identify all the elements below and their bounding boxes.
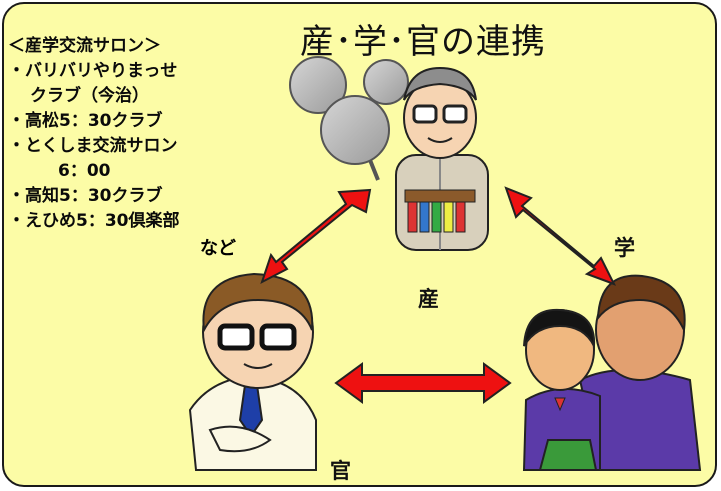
arrow-government-academia: [334, 362, 512, 404]
label-academia: 学: [614, 236, 635, 260]
salon-list: ＜産学交流サロン＞ ・バリバリやりまっせ クラブ（今治） ・高松5：30クラブ …: [8, 34, 180, 234]
salon-list-item: ・バリバリやりまっせ: [8, 61, 178, 81]
slide-title: 産･学･官の連携: [300, 22, 546, 62]
government-official-figure: [188, 272, 317, 471]
salon-list-item: ・高知5：30クラブ: [8, 186, 163, 206]
arrow-industry-academia: [504, 186, 617, 286]
arrow-industry-government: [260, 188, 372, 285]
salon-list-etc: など: [200, 238, 236, 259]
label-government: 官: [330, 459, 351, 483]
label-industry: 産: [418, 287, 439, 311]
salon-list-item: ・とくしま交流サロン: [8, 136, 178, 156]
salon-list-item: ・えひめ5：30倶楽部: [8, 211, 180, 231]
salon-list-item-continued: 6：00: [58, 161, 111, 181]
salon-list-item: ・高松5：30クラブ: [8, 111, 163, 131]
salon-list-heading: ＜産学交流サロン＞: [8, 36, 161, 56]
academia-students-figure: [522, 274, 702, 471]
industry-scientist-figure: [289, 56, 489, 251]
salon-list-item-continued: クラブ（今治）: [30, 86, 149, 106]
